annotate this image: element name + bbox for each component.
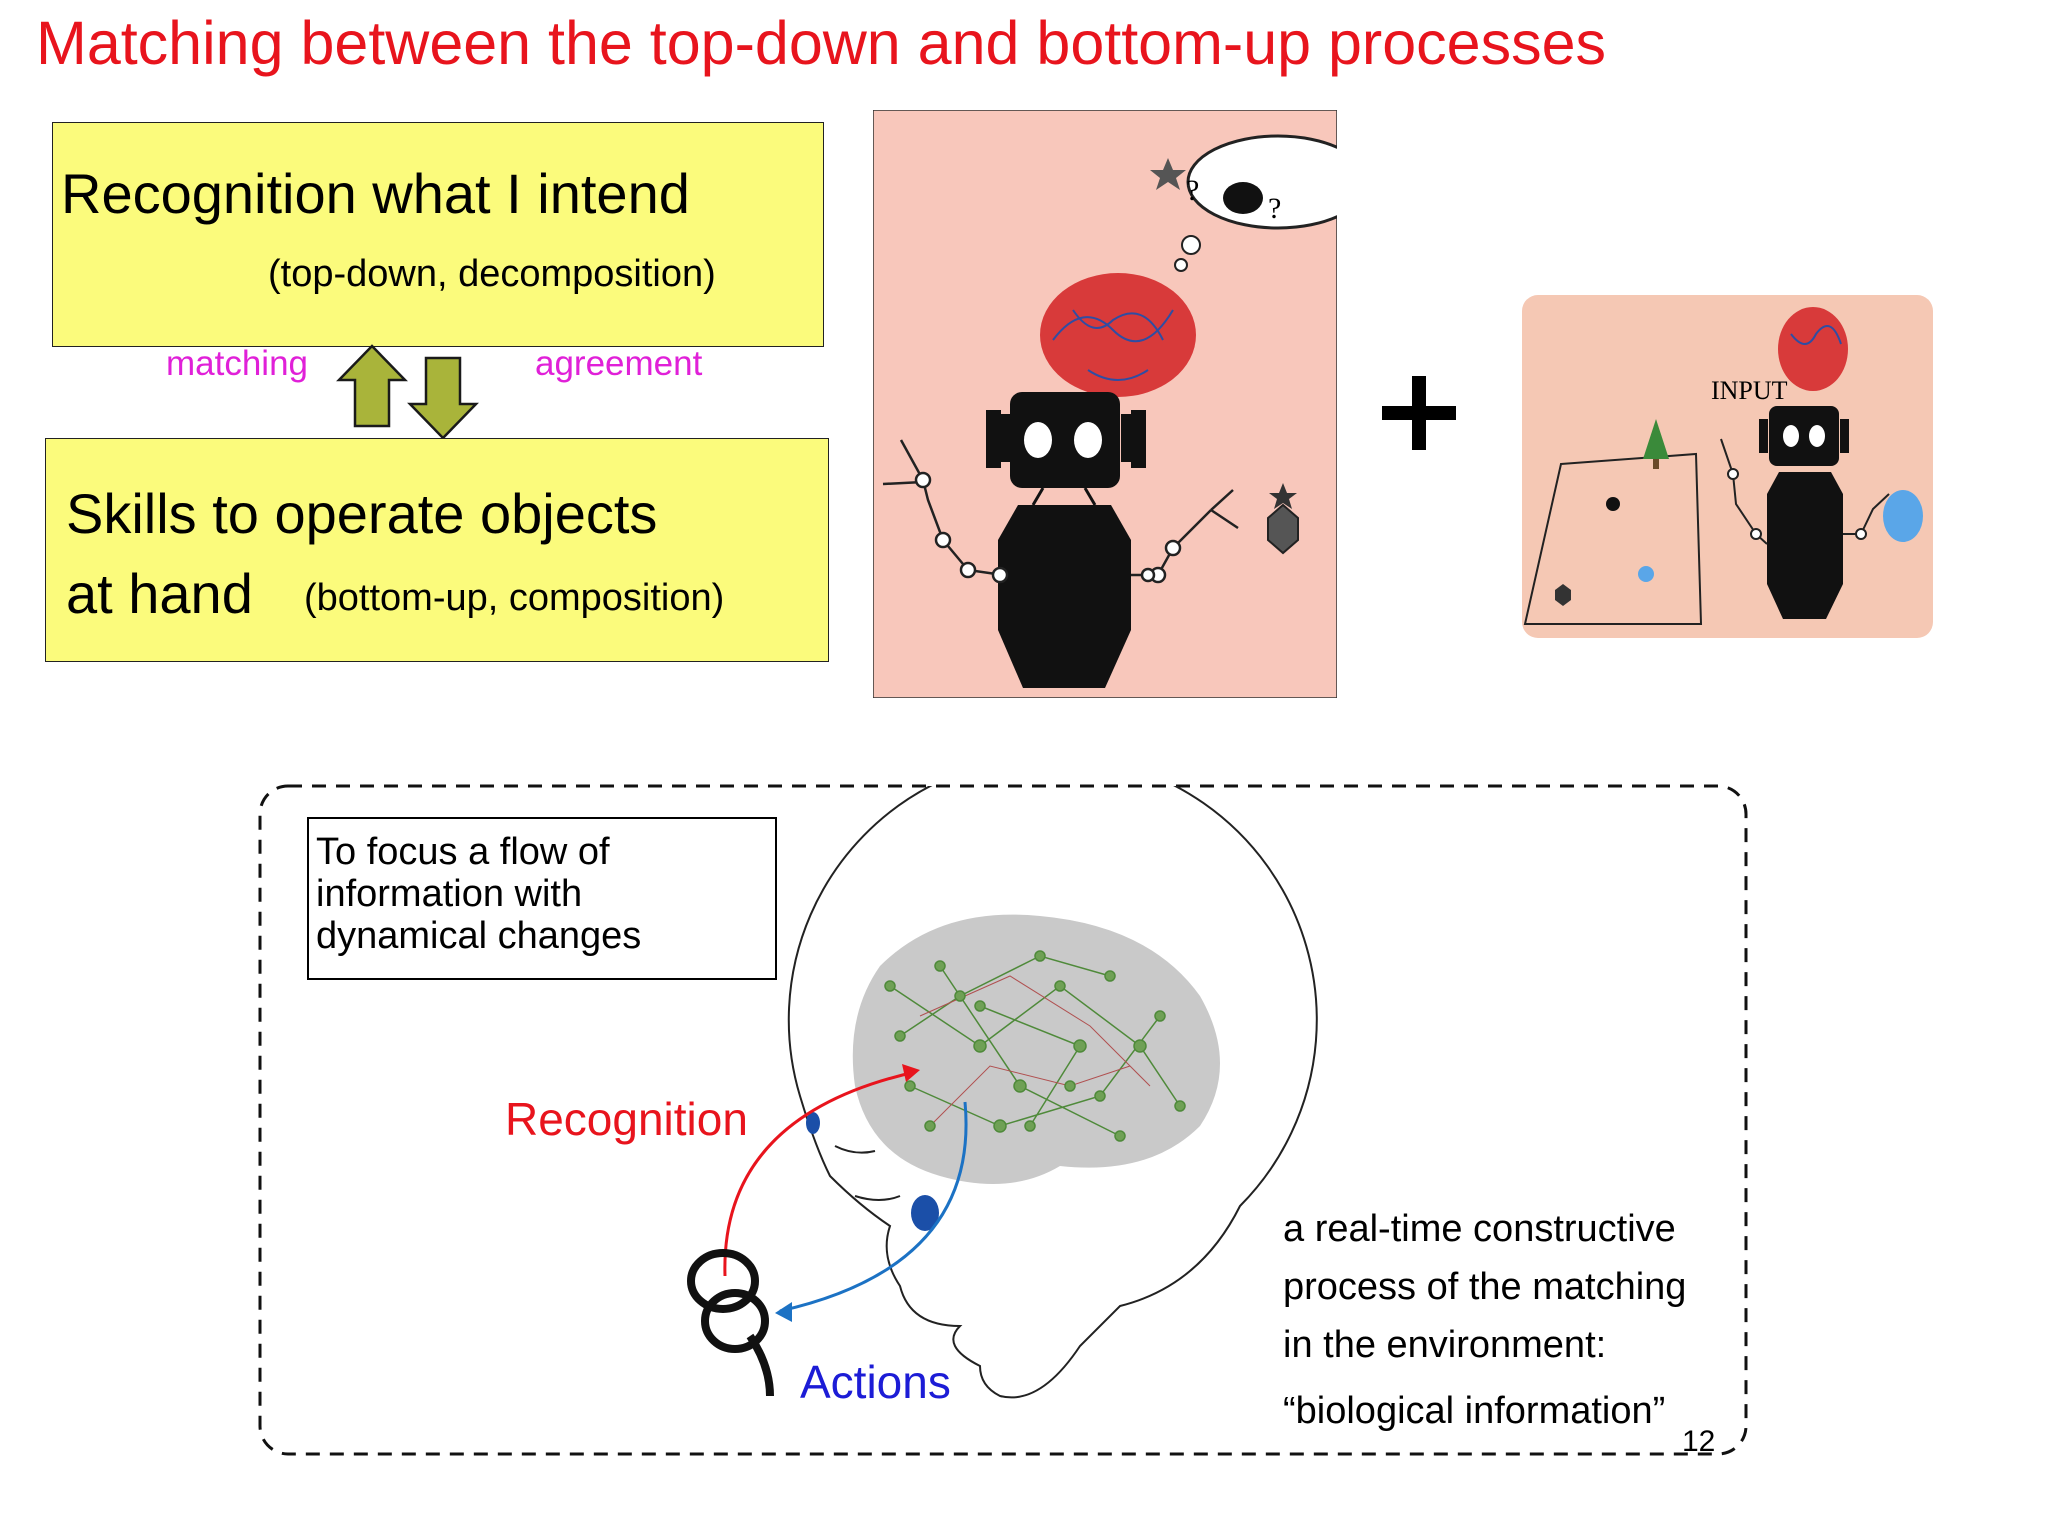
robot-left-arm <box>882 439 1009 584</box>
bubble-question-2: ? <box>1268 192 1281 225</box>
focus-line-1: To focus a flow of <box>316 831 610 873</box>
ball-icon <box>1638 566 1654 582</box>
agreement-label: agreement <box>535 344 703 383</box>
recognition-arrow <box>723 1064 920 1277</box>
bottom-up-box: Skills to operate objects at hand (botto… <box>45 438 829 662</box>
brain-icon <box>1778 307 1848 391</box>
robot-right-arm <box>1131 489 1239 584</box>
focus-text-box: To focus a flow of information with dyna… <box>307 817 777 980</box>
brain-icon <box>1040 273 1196 397</box>
page-number: 12 <box>1682 1425 1716 1458</box>
matching-arrows <box>336 344 479 440</box>
input-label: INPUT <box>1711 376 1788 405</box>
top-down-sub-text: (top-down, decomposition) <box>268 253 716 295</box>
brain-icon <box>852 914 1220 1184</box>
hexagon-icon <box>1267 503 1299 555</box>
robot-icon <box>986 392 1146 688</box>
robot-icon <box>1759 406 1849 619</box>
actions-label: Actions <box>800 1356 951 1408</box>
top-down-main-text: Recognition what I intend <box>61 162 690 225</box>
bottom-up-line2: at hand <box>66 562 253 625</box>
matching-label: matching <box>166 344 309 383</box>
robot-scene-illustration: INPUT <box>1522 295 1933 638</box>
robot-brain-illustration: ? ? <box>873 110 1337 698</box>
arrow-down-icon <box>407 356 479 440</box>
neuron-network-icon <box>884 950 1186 1142</box>
dashed-container <box>258 784 1748 1456</box>
plus-icon <box>1382 376 1456 450</box>
actions-arrow <box>775 1101 968 1322</box>
bottom-up-line1: Skills to operate objects <box>66 482 658 545</box>
tree-icon <box>1643 419 1669 459</box>
slide-title: Matching between the top-down and bottom… <box>36 9 1607 77</box>
note-line-2: process of the matching <box>1283 1266 1687 1308</box>
top-down-box: Recognition what I intend (top-down, dec… <box>52 122 824 347</box>
knot-icon <box>687 1249 774 1397</box>
thought-bubble: ? ? <box>1150 134 1337 272</box>
focus-line-3: dynamical changes <box>316 915 642 957</box>
note-line-1: a real-time constructive <box>1283 1208 1676 1250</box>
arrow-up-icon <box>336 344 408 428</box>
star-icon <box>1150 158 1186 190</box>
focus-line-2: information with <box>316 873 583 915</box>
ball-icon <box>1223 182 1263 214</box>
bubble-question-1: ? <box>1186 174 1199 207</box>
recognition-label: Recognition <box>505 1093 748 1145</box>
robot-arms <box>1720 438 1890 545</box>
bottom-up-sub-text: (bottom-up, composition) <box>304 577 725 619</box>
eye-icon <box>806 1112 939 1231</box>
note-line-3: in the environment: <box>1283 1324 1607 1366</box>
head-brain-illustration <box>687 786 1318 1399</box>
note-line-4: “biological information” <box>1283 1390 1666 1432</box>
hexagon-icon <box>1555 584 1571 606</box>
